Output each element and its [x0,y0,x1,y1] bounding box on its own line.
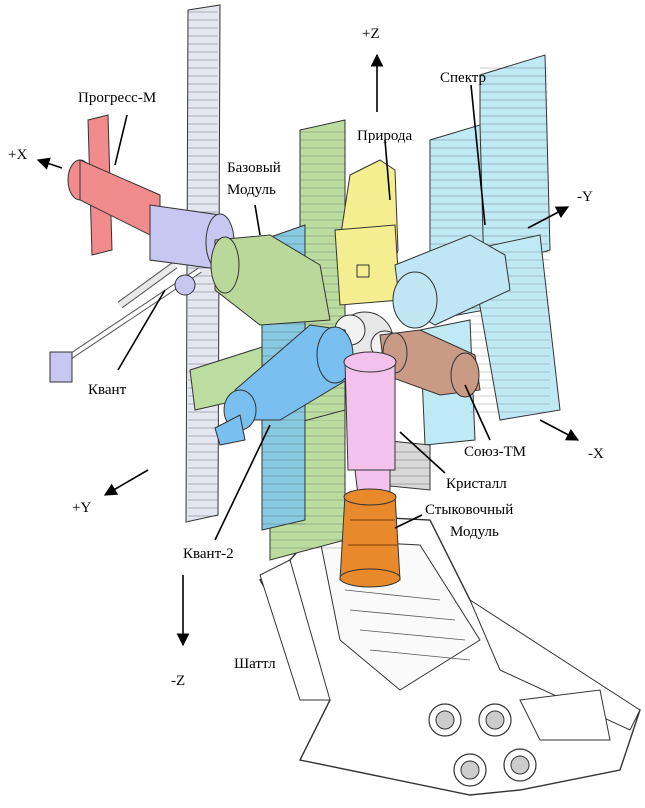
label-kvant2: Квант-2 [183,546,234,562]
axis-minus-y-arrow [527,206,570,229]
label-spektr: Спектр [440,70,486,86]
leader-docking [394,514,423,529]
priroda-module [334,159,401,306]
axis-label-plus-y: +Y [72,500,91,516]
axis-minus-x-arrow [539,419,580,441]
leader-spektr [470,84,486,226]
axis-plus-x-arrow [36,157,63,170]
label-kvant: Квант [88,382,127,398]
axis-label-minus-x: -X [588,446,604,462]
progress-m-module [67,114,161,256]
axis-label-minus-z: -Z [171,673,185,689]
label-priroda: Природа [357,128,413,144]
label-docking-line2: Модуль [450,524,499,540]
kristall-module [343,351,397,496]
leader-lines [114,84,491,541]
axis-arrows [36,53,580,647]
axis-label-plus-z: +Z [362,26,380,42]
label-base-module-line1: Базовый [227,160,281,176]
label-progress-m: Прогресс-М [78,90,156,106]
spektr-solar-panels [419,54,561,446]
base-module [210,234,331,326]
label-soyuz-tm: Союз-ТМ [464,444,526,460]
leader-priroda [384,139,391,201]
leader-kvant2 [214,424,271,541]
label-base-module-line2: Модуль [227,182,276,198]
axis-label-plus-x: +X [8,147,27,163]
kvant2-module [214,324,356,446]
label-kristall: Кристалл [446,476,507,492]
leader-soyuz [464,384,491,441]
axis-plus-y-arrow [103,469,149,496]
shuttle-orbiter [259,514,641,796]
leader-kvant [117,289,166,371]
label-docking-line1: Стыковочный [425,502,513,518]
leader-kristall [399,431,446,474]
docking-module [339,488,401,588]
axis-label-minus-y: -Y [577,189,593,205]
spektr-module [392,234,511,329]
leader-progress [114,114,128,166]
label-shuttle: Шаттл [234,656,276,672]
leader-base-module [254,204,261,236]
labels: Прогресс-М Базовый Модуль Квант Природа … [8,26,604,689]
